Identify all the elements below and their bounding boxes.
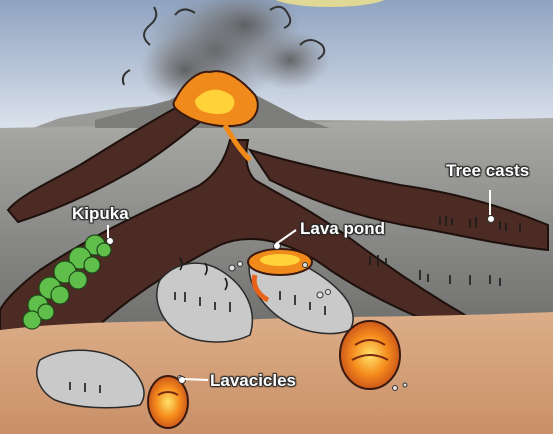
lavacicles-label: Lavacicles	[210, 371, 297, 390]
tree-casts-label: Tree casts	[446, 161, 530, 180]
kipuka-marker	[106, 237, 114, 245]
kipuka-label: Kipuka	[72, 204, 129, 223]
lava-pond-label: Lava pond	[300, 219, 386, 238]
tree-casts-marker	[487, 215, 495, 223]
tree-cast-marks	[69, 216, 521, 393]
kipuka-vegetation	[22, 234, 112, 330]
lava-tube-flows	[147, 320, 401, 429]
lava-pond-pool	[247, 248, 313, 303]
sun-glow	[275, 0, 385, 7]
summit-vent-lava	[172, 70, 259, 162]
